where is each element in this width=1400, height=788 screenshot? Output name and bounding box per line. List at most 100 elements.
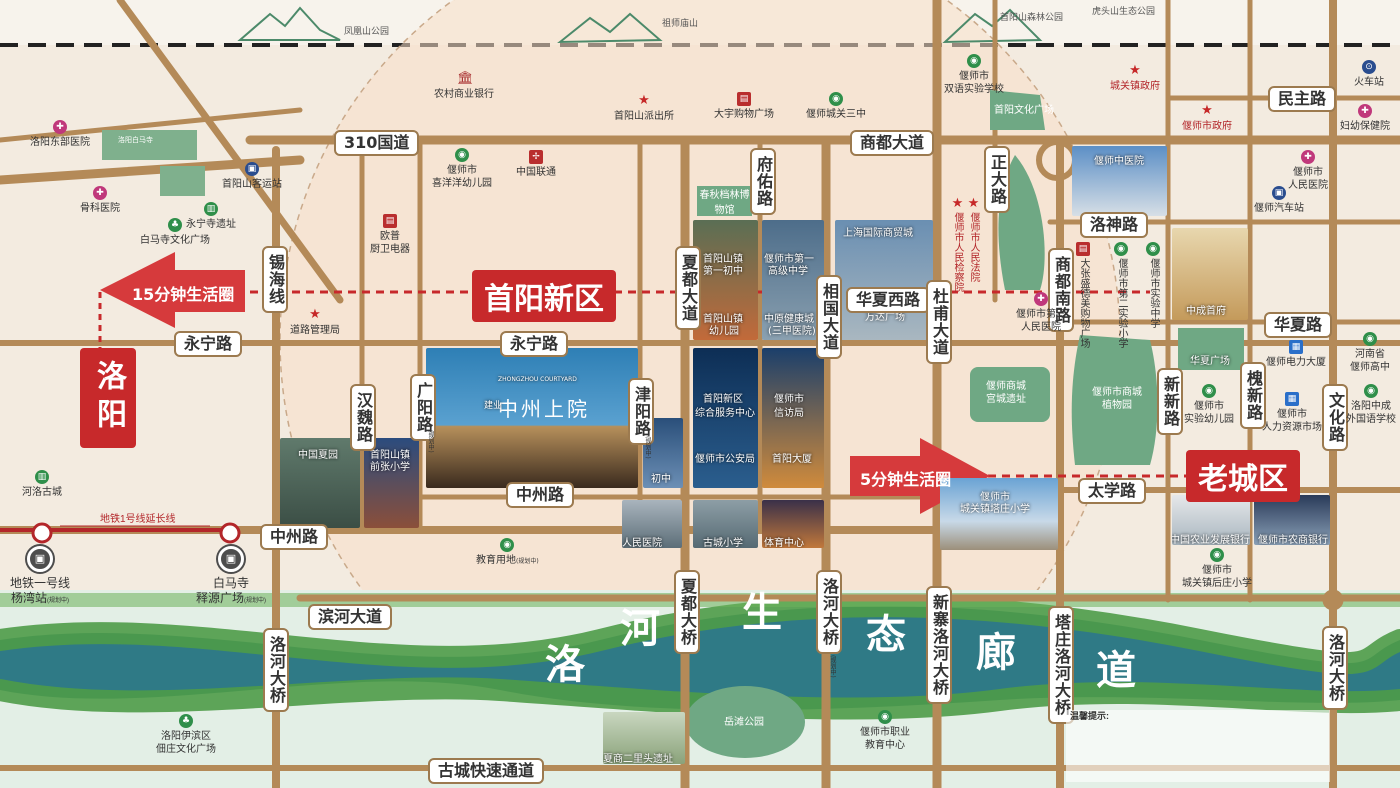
- road-minzhu[interactable]: 民主路: [1268, 86, 1337, 112]
- poi-second-exp[interactable]: ◉偃师市第二实验小学: [1114, 242, 1128, 348]
- poi-chengguan-gov[interactable]: ★城关镇政府: [1110, 63, 1160, 93]
- poi-procuratorate[interactable]: ★偃师市人民检察院: [950, 196, 965, 292]
- poi-xiyangyang[interactable]: ◉偃师市喜洋洋幼儿园: [432, 148, 492, 189]
- photo-huaxia-sq: 华夏广场: [1190, 356, 1230, 367]
- poi-vocational[interactable]: ◉偃师市职业教育中心: [860, 710, 910, 751]
- poi-bus-station[interactable]: ▣偃师汽车站: [1254, 186, 1304, 214]
- road-xiadu[interactable]: 夏都大道: [675, 246, 701, 330]
- photo-service-center: 首阳新区 综合服务中心 偃师市公安局: [693, 348, 758, 488]
- road-yongning-w[interactable]: 永宁路: [174, 331, 243, 357]
- bridge-luohe-e[interactable]: 洛河大桥: [1322, 626, 1348, 710]
- poi-tazhuang-primary[interactable]: ◉偃师市城关镇后庄小学: [1182, 548, 1252, 589]
- poi-guke[interactable]: ✚骨科医院: [80, 186, 120, 214]
- road-zhongzhou-e[interactable]: 中州路: [506, 482, 575, 508]
- road-xinxin[interactable]: 新新路: [1157, 368, 1183, 435]
- road-shangdu[interactable]: 商都大道: [850, 130, 935, 156]
- road-dufu[interactable]: 杜甫大道: [926, 280, 952, 364]
- road-wenhua[interactable]: 文化路: [1322, 384, 1348, 451]
- road-taixue[interactable]: 太学路: [1078, 478, 1147, 504]
- metro-station-yangwan[interactable]: ▣ 地铁一号线 杨湾站(规划中): [10, 546, 70, 609]
- road-hanwei[interactable]: 汉魏路: [350, 384, 376, 451]
- bridge-xiadu[interactable]: 夏都大桥: [674, 570, 700, 654]
- poi-oupu[interactable]: ▤欧普厨卫电器: [370, 214, 410, 255]
- school-icon: ◉: [1114, 242, 1128, 256]
- road-fuyou[interactable]: 府佑路: [750, 148, 776, 215]
- poi-court[interactable]: ★偃师市人民法院: [966, 196, 981, 282]
- poi-baima-square[interactable]: ♣白马寺文化广场: [140, 218, 210, 246]
- shopping-icon: ▤: [737, 92, 751, 106]
- photo-intl-trade: 上海国际商贸城 万达广场: [835, 220, 933, 340]
- road-huaixin[interactable]: 槐新路: [1240, 362, 1266, 429]
- river-char: 廊: [976, 630, 1016, 676]
- poi-shouyang-culture[interactable]: 首阳文化广场: [994, 105, 1054, 116]
- park-icon: ♣: [179, 714, 193, 728]
- poi-shuangyu[interactable]: ◉偃师市双语实验学校: [944, 54, 1004, 95]
- school-icon: ◉: [1210, 548, 1224, 562]
- district-shouyang[interactable]: 首阳新区: [472, 270, 616, 322]
- poi-shouyang-bus[interactable]: ▣首阳山客运站: [222, 162, 282, 190]
- telecom-icon: ✢: [529, 150, 543, 164]
- poi-police[interactable]: ★首阳山派出所: [614, 93, 674, 123]
- gov-star-icon: ★: [309, 307, 321, 322]
- poi-foreign[interactable]: ◉洛阳中成外国语学校: [1346, 384, 1396, 425]
- road-zhongzhou-w[interactable]: 中州路: [260, 524, 329, 550]
- poi-yuewan-park[interactable]: 岳滩公园: [724, 717, 764, 728]
- poi-botanical[interactable]: 偃师市商城植物园: [1092, 387, 1142, 411]
- river-char: 道: [1096, 648, 1136, 694]
- poi-edu-land[interactable]: ◉教育用地(规划中): [476, 538, 539, 566]
- poi-nongshang-bank[interactable]: 🏛农村商业银行: [434, 71, 494, 101]
- poi-unicom[interactable]: ✢中国联通: [516, 150, 556, 178]
- road-gucheng[interactable]: 古城快速通道: [428, 758, 545, 784]
- landmark-icon: ▥: [204, 202, 218, 216]
- poi-dayu-mall[interactable]: ▤大宇购物广场: [714, 92, 774, 120]
- road-guangyang[interactable]: 广阳路: [410, 374, 436, 441]
- landmark-icon: ▥: [35, 470, 49, 484]
- bridge-tazhuang[interactable]: 塔庄洛河大桥: [1048, 606, 1074, 724]
- poi-road-admin[interactable]: ★道路管理局: [290, 307, 340, 337]
- road-zhengda[interactable]: 正大路: [984, 146, 1010, 213]
- poi-city-gov[interactable]: ★偃师市政府: [1182, 103, 1232, 133]
- poi-baimasi[interactable]: 洛阳白马寺: [118, 136, 153, 144]
- time-circle-5: 5分钟生活圈: [860, 470, 952, 489]
- poi-henan-high[interactable]: ◉河南省偃师高中: [1350, 332, 1390, 373]
- bridge-luohe-w[interactable]: 洛河大桥: [263, 628, 289, 712]
- road-xiangguo[interactable]: 相国大道: [816, 275, 842, 359]
- hospital-icon: ✚: [1034, 292, 1048, 306]
- poi-dongbu-hospital[interactable]: ✚洛阳东部医院: [30, 120, 90, 148]
- poi-people3[interactable]: ✚偃师市第三人民医院: [1016, 292, 1066, 333]
- river-char: 洛: [545, 642, 585, 688]
- poi-dazhang[interactable]: ▤大张盛德美购物广场: [1076, 242, 1090, 348]
- poi-yiriver[interactable]: ♣洛阳伊滨区佃庄文化广场: [156, 714, 216, 755]
- note-guangyang: (规划中): [427, 430, 434, 453]
- bridge-luohe-m[interactable]: 洛河大桥: [816, 570, 842, 654]
- poi-heluo[interactable]: ▥河洛古城: [22, 470, 62, 498]
- road-xihai[interactable]: 锡海线: [262, 246, 288, 313]
- road-310[interactable]: 310国道: [334, 130, 420, 156]
- road-yongning-e[interactable]: 永宁路: [500, 331, 569, 357]
- project-photo[interactable]: 中州上院 建业 ZHONGZHOU COURTYARD: [426, 348, 638, 488]
- poi-exp-kg[interactable]: ◉偃师市实验幼儿园: [1184, 384, 1234, 425]
- road-shangdunan[interactable]: 商都南路: [1048, 248, 1074, 332]
- road-luoshen[interactable]: 洛神路: [1080, 212, 1149, 238]
- poi-hr[interactable]: ▦偃师市人力资源市场: [1262, 392, 1322, 433]
- poi-shangcheng-site[interactable]: 偃师商城宫城遗址: [986, 381, 1026, 405]
- road-jinyang[interactable]: 津阳路: [628, 378, 654, 445]
- photo-petition: 偃师市 信访局 首阳大厦: [762, 348, 824, 488]
- road-huaxia-w[interactable]: 华夏西路: [846, 287, 931, 313]
- bridge-xinzhai[interactable]: 新寨洛河大桥: [926, 586, 952, 704]
- poi-station[interactable]: ⊙火车站: [1354, 60, 1384, 88]
- poi-maternity[interactable]: ✚妇幼保健院: [1340, 104, 1390, 132]
- road-binhe[interactable]: 滨河大道: [308, 604, 393, 630]
- poi-power[interactable]: ▦偃师电力大厦: [1266, 340, 1326, 368]
- poi-exp-mid[interactable]: ◉偃师市实验中学: [1146, 242, 1160, 328]
- poi-chengguan3[interactable]: ◉偃师城关三中: [806, 92, 866, 120]
- road-huaxia-e[interactable]: 华夏路: [1264, 312, 1333, 338]
- metro-station-baimasi[interactable]: ▣ 白马寺 释源广场(规划中): [196, 546, 266, 609]
- poi-people-hosp[interactable]: ✚偃师市人民医院: [1288, 150, 1328, 191]
- district-oldtown[interactable]: 老城区: [1186, 450, 1300, 502]
- district-luoyang[interactable]: 洛阳: [80, 348, 136, 448]
- poi-yongning-site[interactable]: ▥永宁寺遗址: [186, 202, 236, 230]
- disclaimer: 温馨提示:: [1066, 710, 1330, 782]
